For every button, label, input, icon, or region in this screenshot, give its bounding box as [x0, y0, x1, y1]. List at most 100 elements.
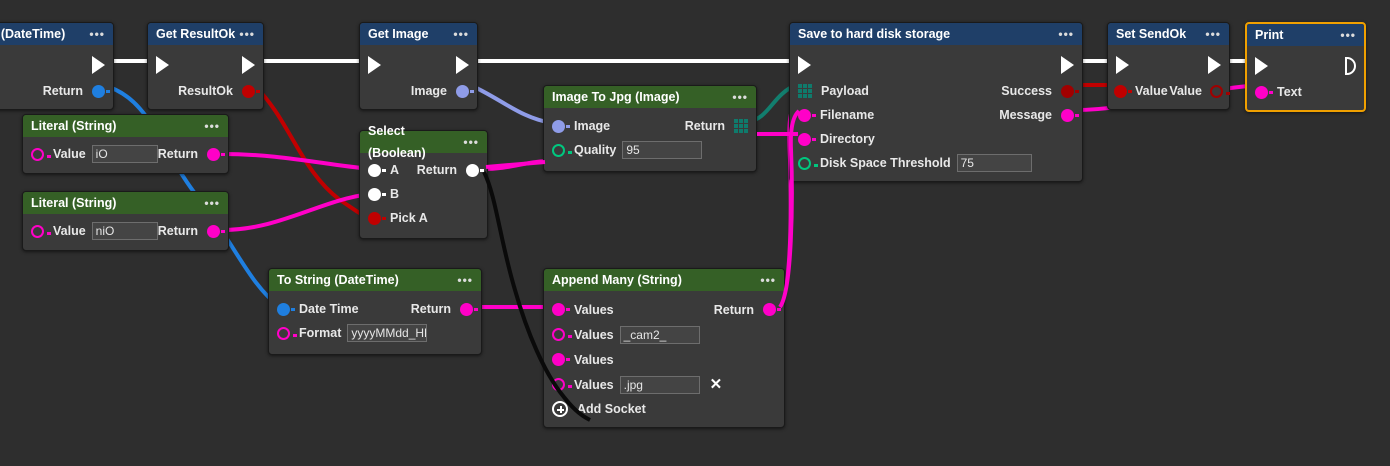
node-select-boolean[interactable]: Select (Boolean) ••• A Return B Pick A	[359, 124, 488, 239]
output-socket-resultok[interactable]	[242, 84, 260, 98]
output-socket-return[interactable]	[92, 84, 110, 98]
row-payload-success: Payload Success	[790, 79, 1082, 103]
node-now-datetime[interactable]: Now (DateTime) ••• Return	[0, 22, 114, 110]
values-4-input[interactable]: .jpg	[619, 375, 700, 394]
node-image-to-jpg[interactable]: Image To Jpg (Image) ••• Image Return Qu…	[543, 85, 757, 172]
exec-output-icon[interactable]	[242, 56, 255, 74]
node-save-to-hard-disk-storage[interactable]: Save to hard disk storage ••• Payload Su…	[789, 22, 1083, 182]
node-menu-icon[interactable]: •••	[1205, 27, 1221, 41]
output-socket-return[interactable]	[460, 302, 478, 316]
port-label-pick-a: Pick A	[390, 211, 428, 225]
output-socket-image[interactable]	[456, 84, 474, 98]
input-socket-value[interactable]	[31, 147, 51, 161]
node-menu-icon[interactable]: •••	[457, 273, 473, 287]
node-header[interactable]: Image To Jpg (Image) •••	[544, 86, 756, 108]
exec-output-icon[interactable]	[456, 56, 469, 74]
node-title: Save to hard disk storage	[798, 27, 951, 41]
exec-input-icon[interactable]	[1116, 56, 1129, 74]
node-title: Now (DateTime)	[0, 27, 66, 41]
node-append-many-string[interactable]: Append Many (String) ••• Values Return V…	[543, 268, 785, 428]
values-2-input[interactable]: _cam2_	[619, 325, 700, 344]
disk-space-threshold-input[interactable]: 75	[956, 154, 1032, 172]
node-body: Payload Success Filename Message Directo…	[790, 45, 1082, 181]
output-socket-return[interactable]	[207, 147, 225, 161]
input-socket-value[interactable]	[31, 224, 51, 238]
input-socket-value[interactable]	[1114, 84, 1132, 98]
wire-select-return-right	[481, 159, 546, 171]
output-socket-return[interactable]	[207, 224, 225, 238]
quality-input[interactable]: 95	[622, 141, 703, 159]
exec-input-icon[interactable]	[156, 56, 169, 74]
node-menu-icon[interactable]: •••	[1058, 27, 1074, 41]
input-socket-date-time[interactable]	[277, 302, 295, 316]
row-datetime-return: Date Time Return	[269, 297, 481, 321]
node-literal-string-2[interactable]: Literal (String) ••• Value niO Return	[22, 191, 229, 251]
exec-input-icon[interactable]	[368, 56, 381, 74]
node-header[interactable]: Literal (String) •••	[23, 115, 228, 137]
exec-output-icon[interactable]	[92, 56, 105, 74]
node-header[interactable]: Set SendOk •••	[1108, 23, 1229, 45]
output-socket-message[interactable]	[1061, 108, 1079, 122]
output-socket-success[interactable]	[1061, 84, 1079, 98]
exec-output-icon[interactable]	[1208, 56, 1221, 74]
node-header[interactable]: To String (DateTime) •••	[269, 269, 481, 291]
port-label-disk-space-threshold: Disk Space Threshold	[820, 156, 951, 170]
input-socket-values-3[interactable]	[552, 353, 570, 366]
exec-output-icon[interactable]	[1345, 57, 1356, 75]
literal-value-input[interactable]: iO	[91, 145, 158, 163]
exec-input-icon[interactable]	[1255, 57, 1268, 75]
output-socket-return[interactable]	[763, 303, 781, 316]
input-socket-disk-space-threshold[interactable]	[798, 156, 818, 170]
format-input[interactable]: yyyyMMdd_HH	[347, 324, 428, 342]
node-header[interactable]: Get ResultOk •••	[148, 23, 263, 45]
node-print[interactable]: Print ••• Text	[1245, 22, 1366, 112]
node-menu-icon[interactable]: •••	[1340, 28, 1356, 42]
node-body: Value iO Return	[23, 137, 228, 173]
remove-socket-x-icon[interactable]: ✕	[709, 376, 723, 393]
input-socket-quality[interactable]	[552, 143, 572, 157]
input-socket-payload-grid-icon[interactable]	[798, 84, 812, 98]
input-socket-image[interactable]	[552, 119, 570, 133]
node-menu-icon[interactable]: •••	[239, 27, 255, 41]
input-socket-text[interactable]	[1255, 85, 1273, 99]
node-set-sendok[interactable]: Set SendOk ••• Value Value	[1107, 22, 1230, 110]
node-menu-icon[interactable]: •••	[732, 90, 748, 104]
input-socket-b[interactable]	[368, 187, 386, 201]
exec-output-icon[interactable]	[1061, 56, 1074, 74]
node-header[interactable]: Literal (String) •••	[23, 192, 228, 214]
node-menu-icon[interactable]: •••	[204, 196, 220, 210]
input-socket-format[interactable]	[277, 326, 297, 340]
node-menu-icon[interactable]: •••	[453, 27, 469, 41]
input-socket-filename[interactable]	[798, 108, 816, 122]
node-title: Set SendOk	[1116, 27, 1187, 41]
input-socket-values-4[interactable]	[552, 378, 572, 391]
input-socket-a[interactable]	[368, 163, 386, 177]
node-header[interactable]: Append Many (String) •••	[544, 269, 784, 291]
exec-input-icon[interactable]	[798, 56, 811, 74]
node-get-resultok[interactable]: Get ResultOk ••• ResultOk	[147, 22, 264, 110]
node-header[interactable]: Now (DateTime) •••	[0, 23, 113, 45]
input-socket-values-2[interactable]	[552, 328, 572, 341]
node-literal-string-1[interactable]: Literal (String) ••• Value iO Return	[22, 114, 229, 174]
node-to-string-datetime[interactable]: To String (DateTime) ••• Date Time Retur…	[268, 268, 482, 355]
node-menu-icon[interactable]: •••	[89, 27, 105, 41]
input-socket-directory[interactable]	[798, 132, 816, 146]
input-socket-pick-a[interactable]	[368, 211, 386, 225]
port-label-quality: Quality	[574, 143, 617, 157]
node-header[interactable]: Save to hard disk storage •••	[790, 23, 1082, 45]
output-socket-return-grid-icon[interactable]	[734, 119, 748, 133]
node-header[interactable]: Get Image •••	[360, 23, 477, 45]
output-socket-value[interactable]	[1210, 84, 1230, 98]
node-get-image[interactable]: Get Image ••• Image	[359, 22, 478, 110]
node-menu-icon[interactable]: •••	[204, 119, 220, 133]
node-menu-icon[interactable]: •••	[463, 135, 479, 149]
input-socket-values-1[interactable]	[552, 303, 570, 316]
output-socket-return[interactable]	[466, 163, 484, 177]
node-menu-icon[interactable]: •••	[760, 273, 776, 287]
node-header[interactable]: Print •••	[1247, 24, 1364, 46]
node-header[interactable]: Select (Boolean) •••	[360, 124, 487, 160]
port-label-values-4: Values	[574, 377, 614, 392]
add-socket-button[interactable]: Add Socket	[544, 397, 784, 417]
literal-value-input[interactable]: niO	[91, 222, 158, 240]
